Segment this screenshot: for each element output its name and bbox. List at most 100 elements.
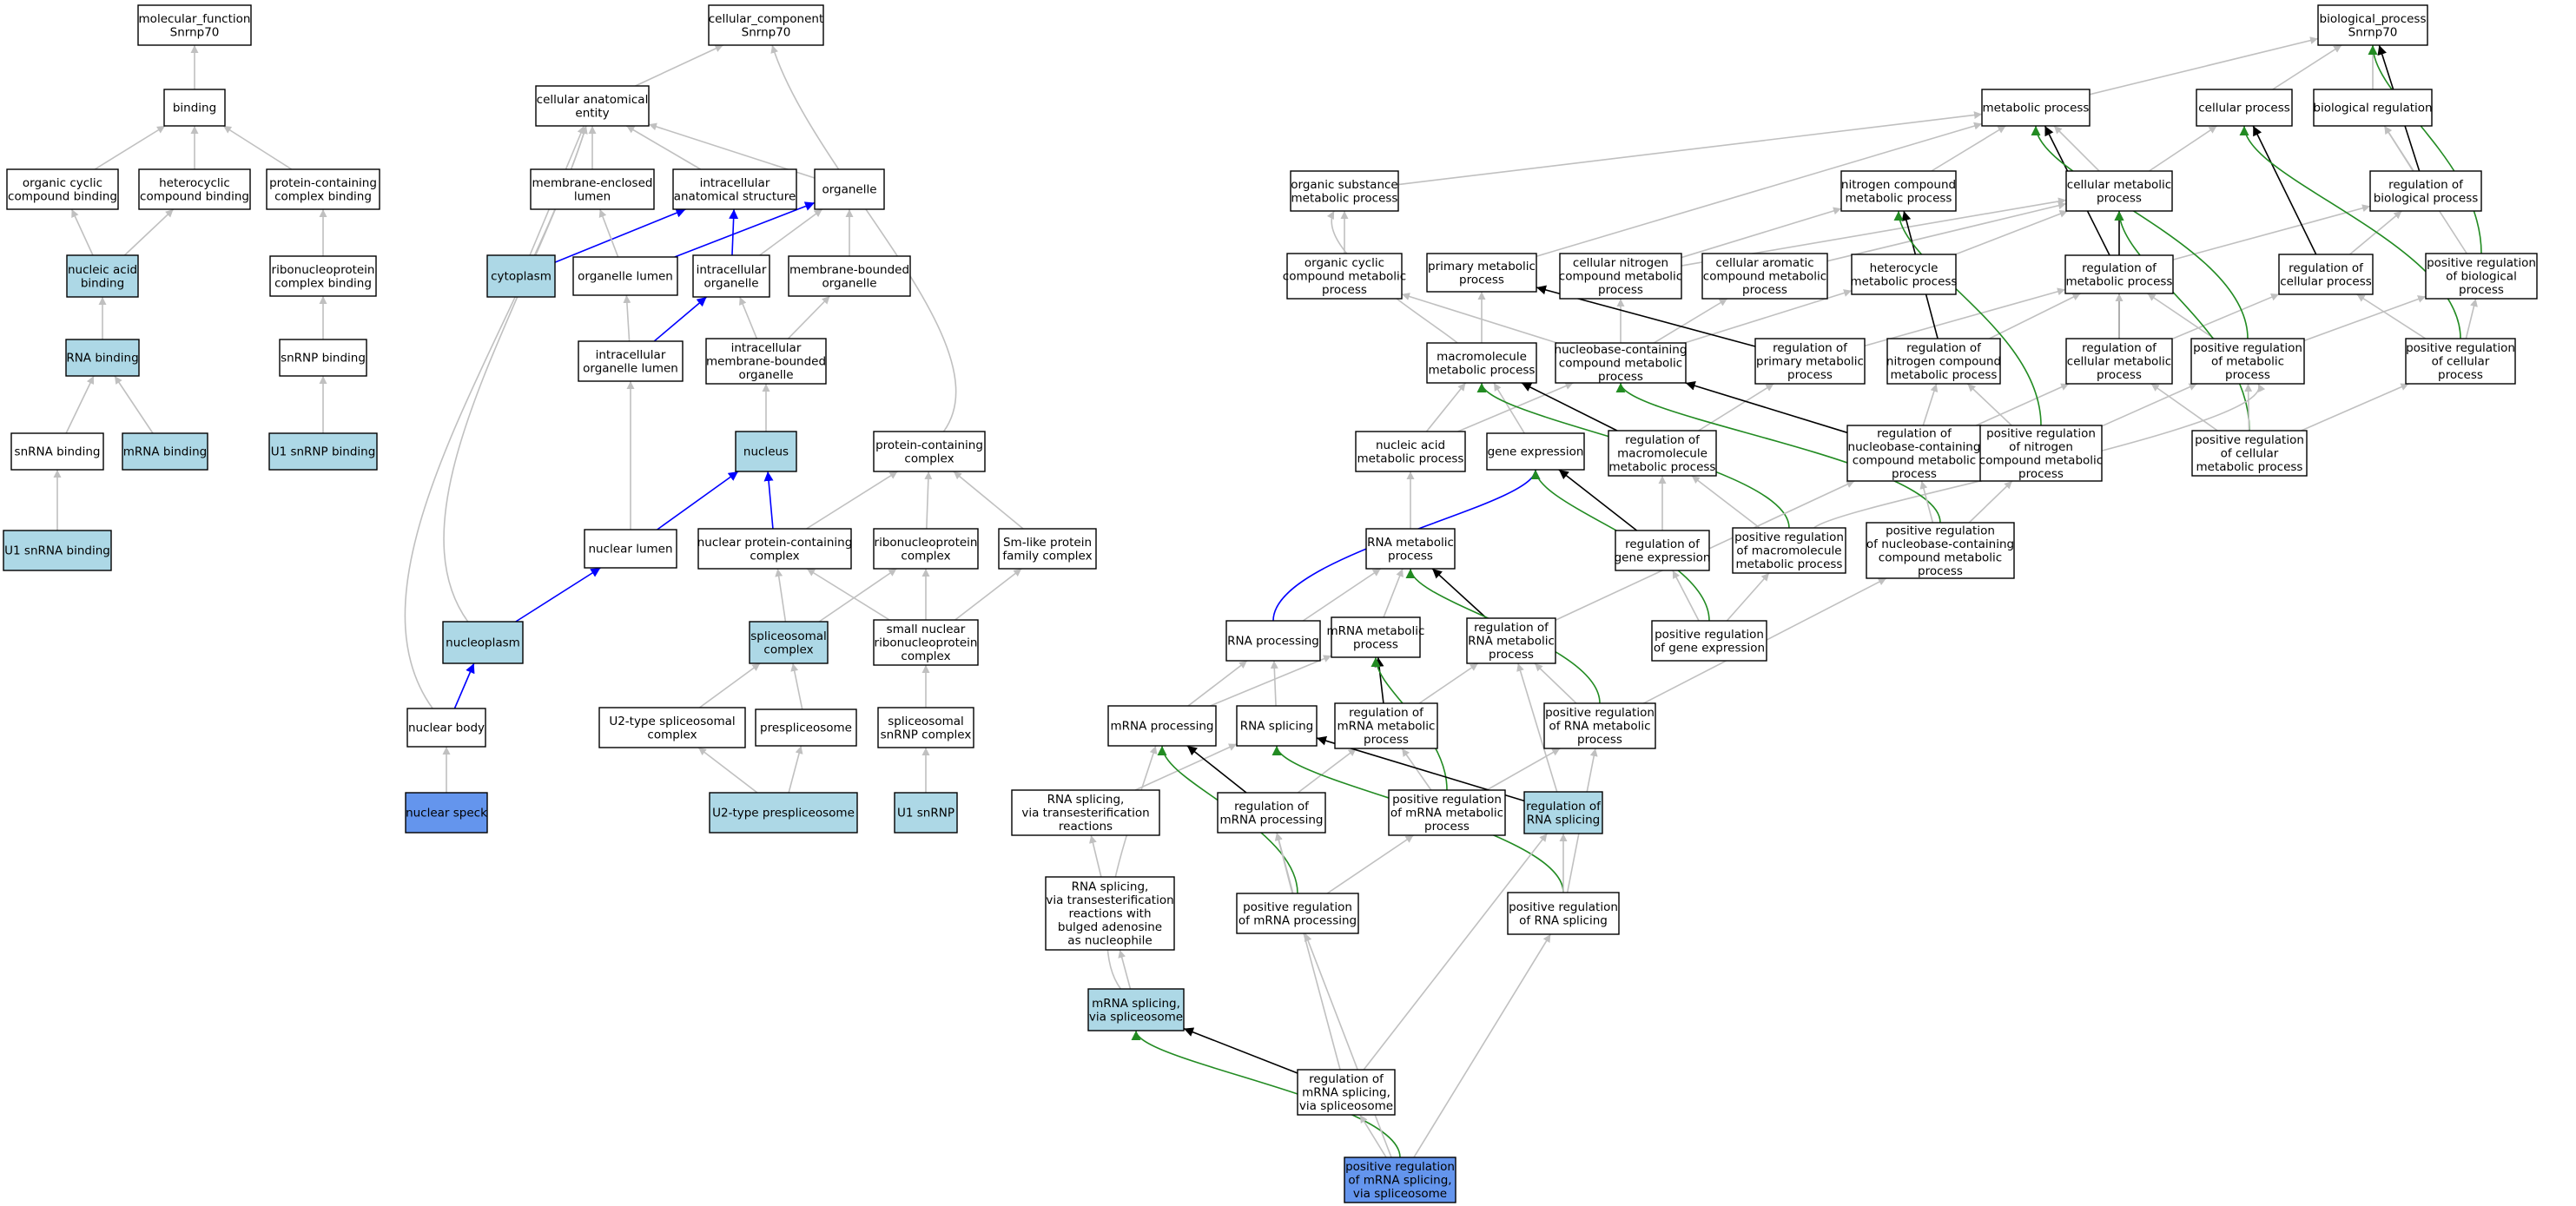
go-term-rnasplba[interactable]: RNA splicing,via transesterificationreac… bbox=[1045, 876, 1175, 951]
go-term-rnasplte[interactable]: RNA splicing,via transesterificationreac… bbox=[1011, 789, 1160, 836]
go-term-cellproc[interactable]: cellular process bbox=[2196, 89, 2293, 127]
edge-is-a-posregrnamp-to-regrnamp bbox=[1534, 662, 1577, 704]
go-term-u2pre[interactable]: U2-type prespliceosome bbox=[709, 792, 858, 834]
go-term-nucleoplasm[interactable]: nucleoplasm bbox=[442, 621, 524, 664]
go-term-rnab[interactable]: RNA binding bbox=[65, 339, 140, 377]
go-term-nucleus[interactable]: nucleus bbox=[735, 431, 797, 472]
go-term-label-pmp-line-0: primary metabolic bbox=[1428, 260, 1536, 273]
go-term-u1snrnab[interactable]: U1 snRNA binding bbox=[3, 530, 112, 571]
go-term-olumen[interactable]: organelle lumen bbox=[572, 256, 678, 296]
go-term-nbody[interactable]: nuclear body bbox=[406, 708, 486, 748]
go-term-mrnab[interactable]: mRNA binding bbox=[122, 432, 208, 471]
go-term-mrnaproc[interactable]: mRNA processing bbox=[1107, 705, 1217, 747]
go-term-snrnab[interactable]: snRNA binding bbox=[10, 432, 104, 471]
go-term-organelle[interactable]: organelle bbox=[814, 168, 885, 210]
go-term-label-regncmp-line-1: nitrogen compound bbox=[1886, 355, 2001, 369]
go-term-binding[interactable]: binding bbox=[163, 89, 226, 127]
go-term-metproc[interactable]: metabolic process bbox=[1981, 89, 2091, 127]
go-term-nlumen[interactable]: nuclear lumen bbox=[584, 529, 677, 569]
go-term-mrnasplsp[interactable]: mRNA splicing,via spliceosome bbox=[1087, 988, 1185, 1031]
go-term-nspeck[interactable]: nuclear speck bbox=[405, 792, 488, 834]
edge-part-of-nlumen-to-nucleus bbox=[657, 471, 739, 531]
go-term-box-posregbp bbox=[2425, 253, 2538, 300]
go-term-label-posregcmp-line-0: positive regulation bbox=[2195, 433, 2304, 447]
go-term-geneexp[interactable]: gene expression bbox=[1486, 432, 1585, 471]
go-term-prespl[interactable]: prespliceosome bbox=[755, 708, 857, 747]
go-term-snrnpb[interactable]: snRNP binding bbox=[279, 339, 367, 377]
go-term-bioreg[interactable]: biological regulation bbox=[2313, 89, 2433, 127]
go-term-u1snrnp[interactable]: U1 snRNP bbox=[894, 792, 958, 834]
go-term-rnasplicing[interactable]: RNA splicing bbox=[1236, 705, 1318, 747]
go-term-box-reggeneexp bbox=[1615, 530, 1710, 571]
go-term-regnbcmp[interactable]: regulation ofnucleobase-containingcompou… bbox=[1846, 425, 1982, 482]
go-term-u1snrnpb[interactable]: U1 snRNP binding bbox=[268, 432, 378, 471]
edge-is-a-regmp-to-regbp bbox=[2172, 204, 2371, 260]
go-term-label-iorg-line-0: intracellular bbox=[697, 263, 767, 277]
go-term-rnaproc[interactable]: RNA processing bbox=[1225, 620, 1321, 662]
go-term-cytoplasm[interactable]: cytoplasm bbox=[486, 254, 556, 298]
